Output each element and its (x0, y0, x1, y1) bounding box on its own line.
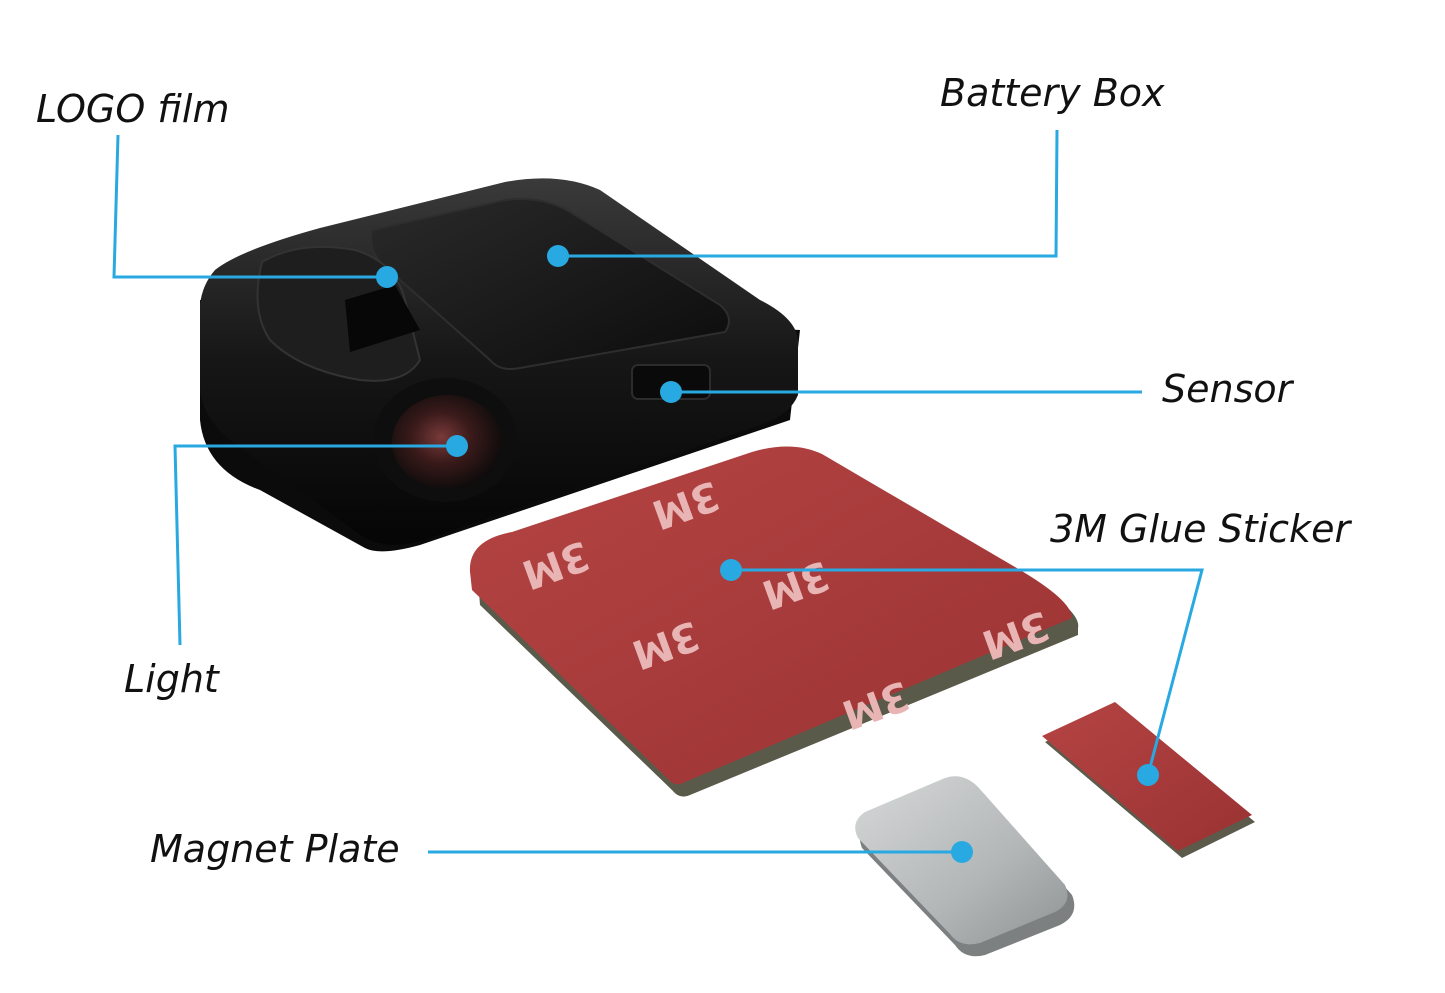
leader-logo-film (112, 134, 387, 279)
dot-logo-film (376, 266, 398, 288)
leader-battery-box (558, 129, 1059, 258)
leader-light (173, 444, 457, 646)
logo-film-slot (345, 285, 420, 352)
label-magnet-plate: Magnet Plate (150, 827, 400, 871)
magnet-plate (855, 776, 1075, 957)
dot-glue-sticker (1137, 764, 1159, 786)
projector-device (200, 178, 800, 552)
dot-magnet-plate (951, 841, 973, 863)
label-glue-sticker: 3M Glue Sticker (1050, 507, 1352, 551)
dot-sensor (660, 381, 682, 403)
battery-cover (370, 198, 730, 370)
label-light: Light (124, 657, 221, 701)
dot-glue-pad (720, 559, 742, 581)
label-sensor: Sensor (1162, 367, 1295, 411)
dot-light (446, 435, 468, 457)
leader-dots (376, 245, 1159, 863)
label-logo-film: LOGO film (36, 87, 229, 131)
leader-glue-sticker (731, 568, 1204, 776)
label-battery-box: Battery Box (940, 71, 1165, 115)
dot-battery-box (547, 245, 569, 267)
glue-pad-large: 3M 3M 3M 3M 3M 3M (469, 446, 1079, 797)
leader-lines (112, 129, 1204, 854)
glue-pad-surface (469, 446, 1072, 785)
